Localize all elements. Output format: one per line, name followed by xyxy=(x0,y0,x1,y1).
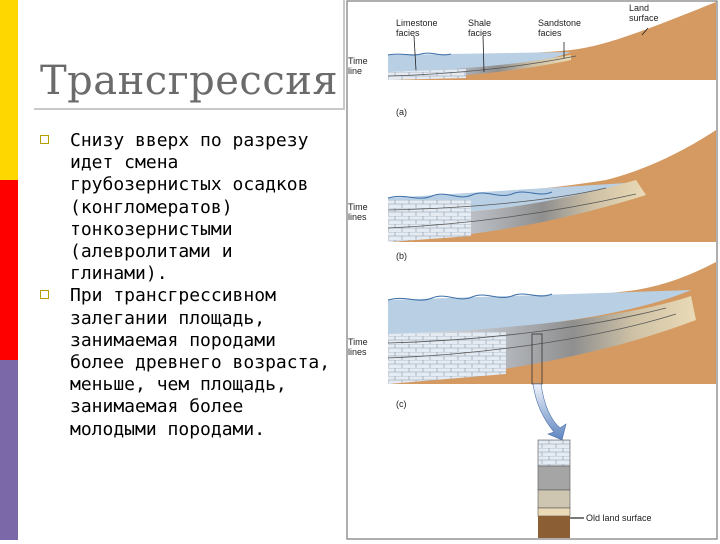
sandstone-layer xyxy=(538,508,570,516)
bullet-item: При трансгрессивном залегании площадь, з… xyxy=(38,285,338,440)
title-divider-vertical xyxy=(343,0,345,110)
panel-label-c: (c) xyxy=(396,399,407,409)
bullet-text: Снизу вверх по разрезу идет смена грубоз… xyxy=(70,130,308,284)
panel-label-a: (a) xyxy=(396,107,407,117)
bullet-item: Снизу вверх по разрезу идет смена грубоз… xyxy=(38,130,338,285)
slide-title: Трансгрессия xyxy=(40,58,338,104)
bullet-list: Снизу вверх по разрезу идет смена грубоз… xyxy=(38,130,338,441)
old-land-label: Old land surface xyxy=(586,513,652,523)
accent-stripe-yellow xyxy=(0,0,18,180)
square-bullet-icon xyxy=(40,135,49,144)
title-divider xyxy=(34,108,344,110)
limestone-layer xyxy=(388,200,471,242)
siltstone-layer xyxy=(538,490,570,508)
accent-stripe-purple xyxy=(0,360,18,540)
figure-frame xyxy=(347,1,717,539)
bullet-text: При трансгрессивном залегании площадь, з… xyxy=(70,285,330,439)
basement-layer xyxy=(538,516,570,538)
limestone-layer xyxy=(538,440,570,466)
panel-label-b: (b) xyxy=(396,251,407,261)
shale-layer xyxy=(538,466,570,490)
square-bullet-icon xyxy=(40,290,49,299)
accent-stripe-red xyxy=(0,180,18,360)
